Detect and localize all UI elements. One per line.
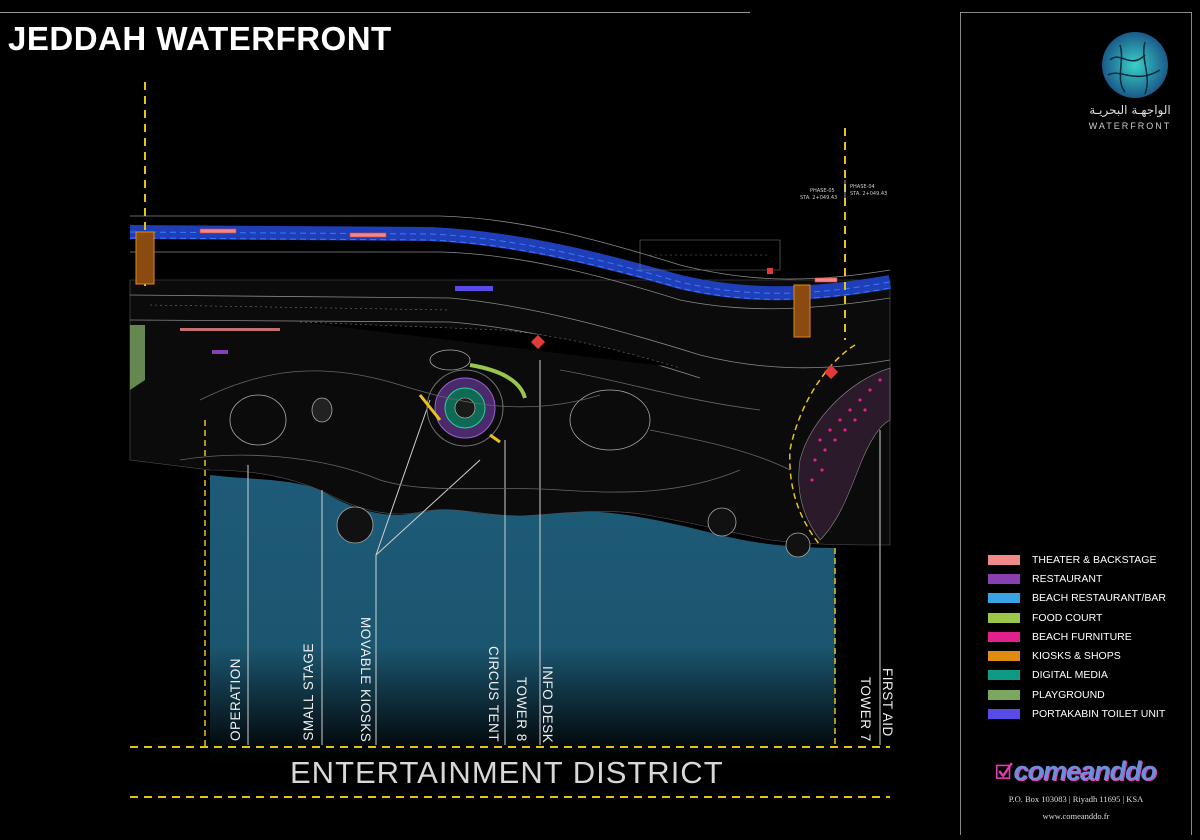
beach-furniture-dots <box>810 378 882 482</box>
legend-swatch <box>988 593 1020 604</box>
logo-arabic-text: الواجهـة البحريـة <box>1089 103 1171 117</box>
legend-swatch <box>988 573 1020 584</box>
legend-item-beach-restaurant: BEACH RESTAURANT/BAR <box>988 589 1188 608</box>
playground-zone <box>130 325 145 390</box>
land-area <box>129 279 891 546</box>
site-plan <box>129 82 892 798</box>
zone-markers <box>180 228 839 380</box>
zone-label-first-aid: FIRST AID <box>880 668 895 737</box>
checkmark-icon <box>996 762 1013 779</box>
legend-swatch <box>988 651 1020 662</box>
legend-label: PORTAKABIN TOILET UNIT <box>1032 708 1166 721</box>
brand-address: P.O. Box 103083 | Riyadh 11695 | KSA <box>1008 794 1144 804</box>
legend-swatch <box>988 689 1020 700</box>
legend-label: DIGITAL MEDIA <box>1032 669 1108 682</box>
phase-05-station: STA. 2+049.43 <box>800 195 838 201</box>
legend-item-food-court: FOOD COURT <box>988 608 1188 627</box>
logo-english-text: WATERFRONT <box>1088 121 1172 131</box>
legend-swatch <box>988 670 1020 681</box>
circus-tent-symbol <box>418 363 527 447</box>
zone-label-tower-7: TOWER 7 <box>858 677 873 742</box>
phase-05-label: PHASE-05 <box>810 188 835 194</box>
legend-swatch <box>988 709 1020 720</box>
legend-label: BEACH FURNITURE <box>1032 630 1132 643</box>
legend-item-digital-media: DIGITAL MEDIA <box>988 666 1188 685</box>
brand-logo[interactable]: comeanddo <box>996 755 1157 786</box>
footpaths <box>179 369 791 493</box>
zone-label-info-desk: INFO DESK <box>540 666 555 744</box>
page-title: JEDDAH WATERFRONT <box>8 20 392 57</box>
legend-label: BEACH RESTAURANT/BAR <box>1032 592 1166 605</box>
zone-label-small-stage: SMALL STAGE <box>301 643 316 741</box>
sea-area <box>210 475 835 760</box>
frame-top-line <box>0 12 750 13</box>
stage-circles <box>229 349 811 558</box>
legend-item-kiosks: KIOSKS & SHOPS <box>988 646 1188 665</box>
legend-label: FOOD COURT <box>1032 611 1103 624</box>
zone-label-circus-tent: CIRCUS TENT <box>486 646 501 743</box>
zone-label-movable-kiosks: MOVABLE KIOSKS <box>358 617 373 743</box>
legend-panel <box>960 12 1192 835</box>
beach-furniture-zone <box>798 367 891 541</box>
legend-label: KIOSKS & SHOPS <box>1032 650 1121 663</box>
legend-label: THEATER & BACKSTAGE <box>1032 553 1157 566</box>
district-title: ENTERTAINMENT DISTRICT <box>290 755 724 790</box>
zone-label-tower-8: TOWER 8 <box>514 677 529 742</box>
brand-website[interactable]: www.comeanddo.fr <box>1042 811 1110 821</box>
district-boundary <box>204 344 856 747</box>
leader-lines <box>247 360 881 745</box>
legend-label: PLAYGROUND <box>1032 688 1105 701</box>
legend-label: RESTAURANT <box>1032 572 1103 585</box>
legend-item-restaurant: RESTAURANT <box>988 569 1188 588</box>
brand-name: comeanddo <box>1013 755 1157 786</box>
legend-item-beach-furniture: BEACH FURNITURE <box>988 627 1188 646</box>
waterfront-logo-icon <box>1102 32 1168 98</box>
legend-swatch <box>988 631 1020 642</box>
legend: THEATER & BACKSTAGE RESTAURANT BEACH RES… <box>988 550 1188 724</box>
legend-item-portakabin: PORTAKABIN TOILET UNIT <box>988 704 1188 723</box>
zone-label-operation: OPERATION <box>228 658 243 742</box>
phase-04-label: PHASE-04 <box>850 184 875 190</box>
legend-swatch <box>988 612 1020 623</box>
legend-item-theater: THEATER & BACKSTAGE <box>988 550 1188 569</box>
legend-item-playground: PLAYGROUND <box>988 685 1188 704</box>
legend-swatch <box>988 554 1020 565</box>
kiosk-towers <box>135 231 811 338</box>
parking-rows <box>149 239 781 369</box>
phase-04-station: STA. 2+049.43 <box>850 191 888 197</box>
